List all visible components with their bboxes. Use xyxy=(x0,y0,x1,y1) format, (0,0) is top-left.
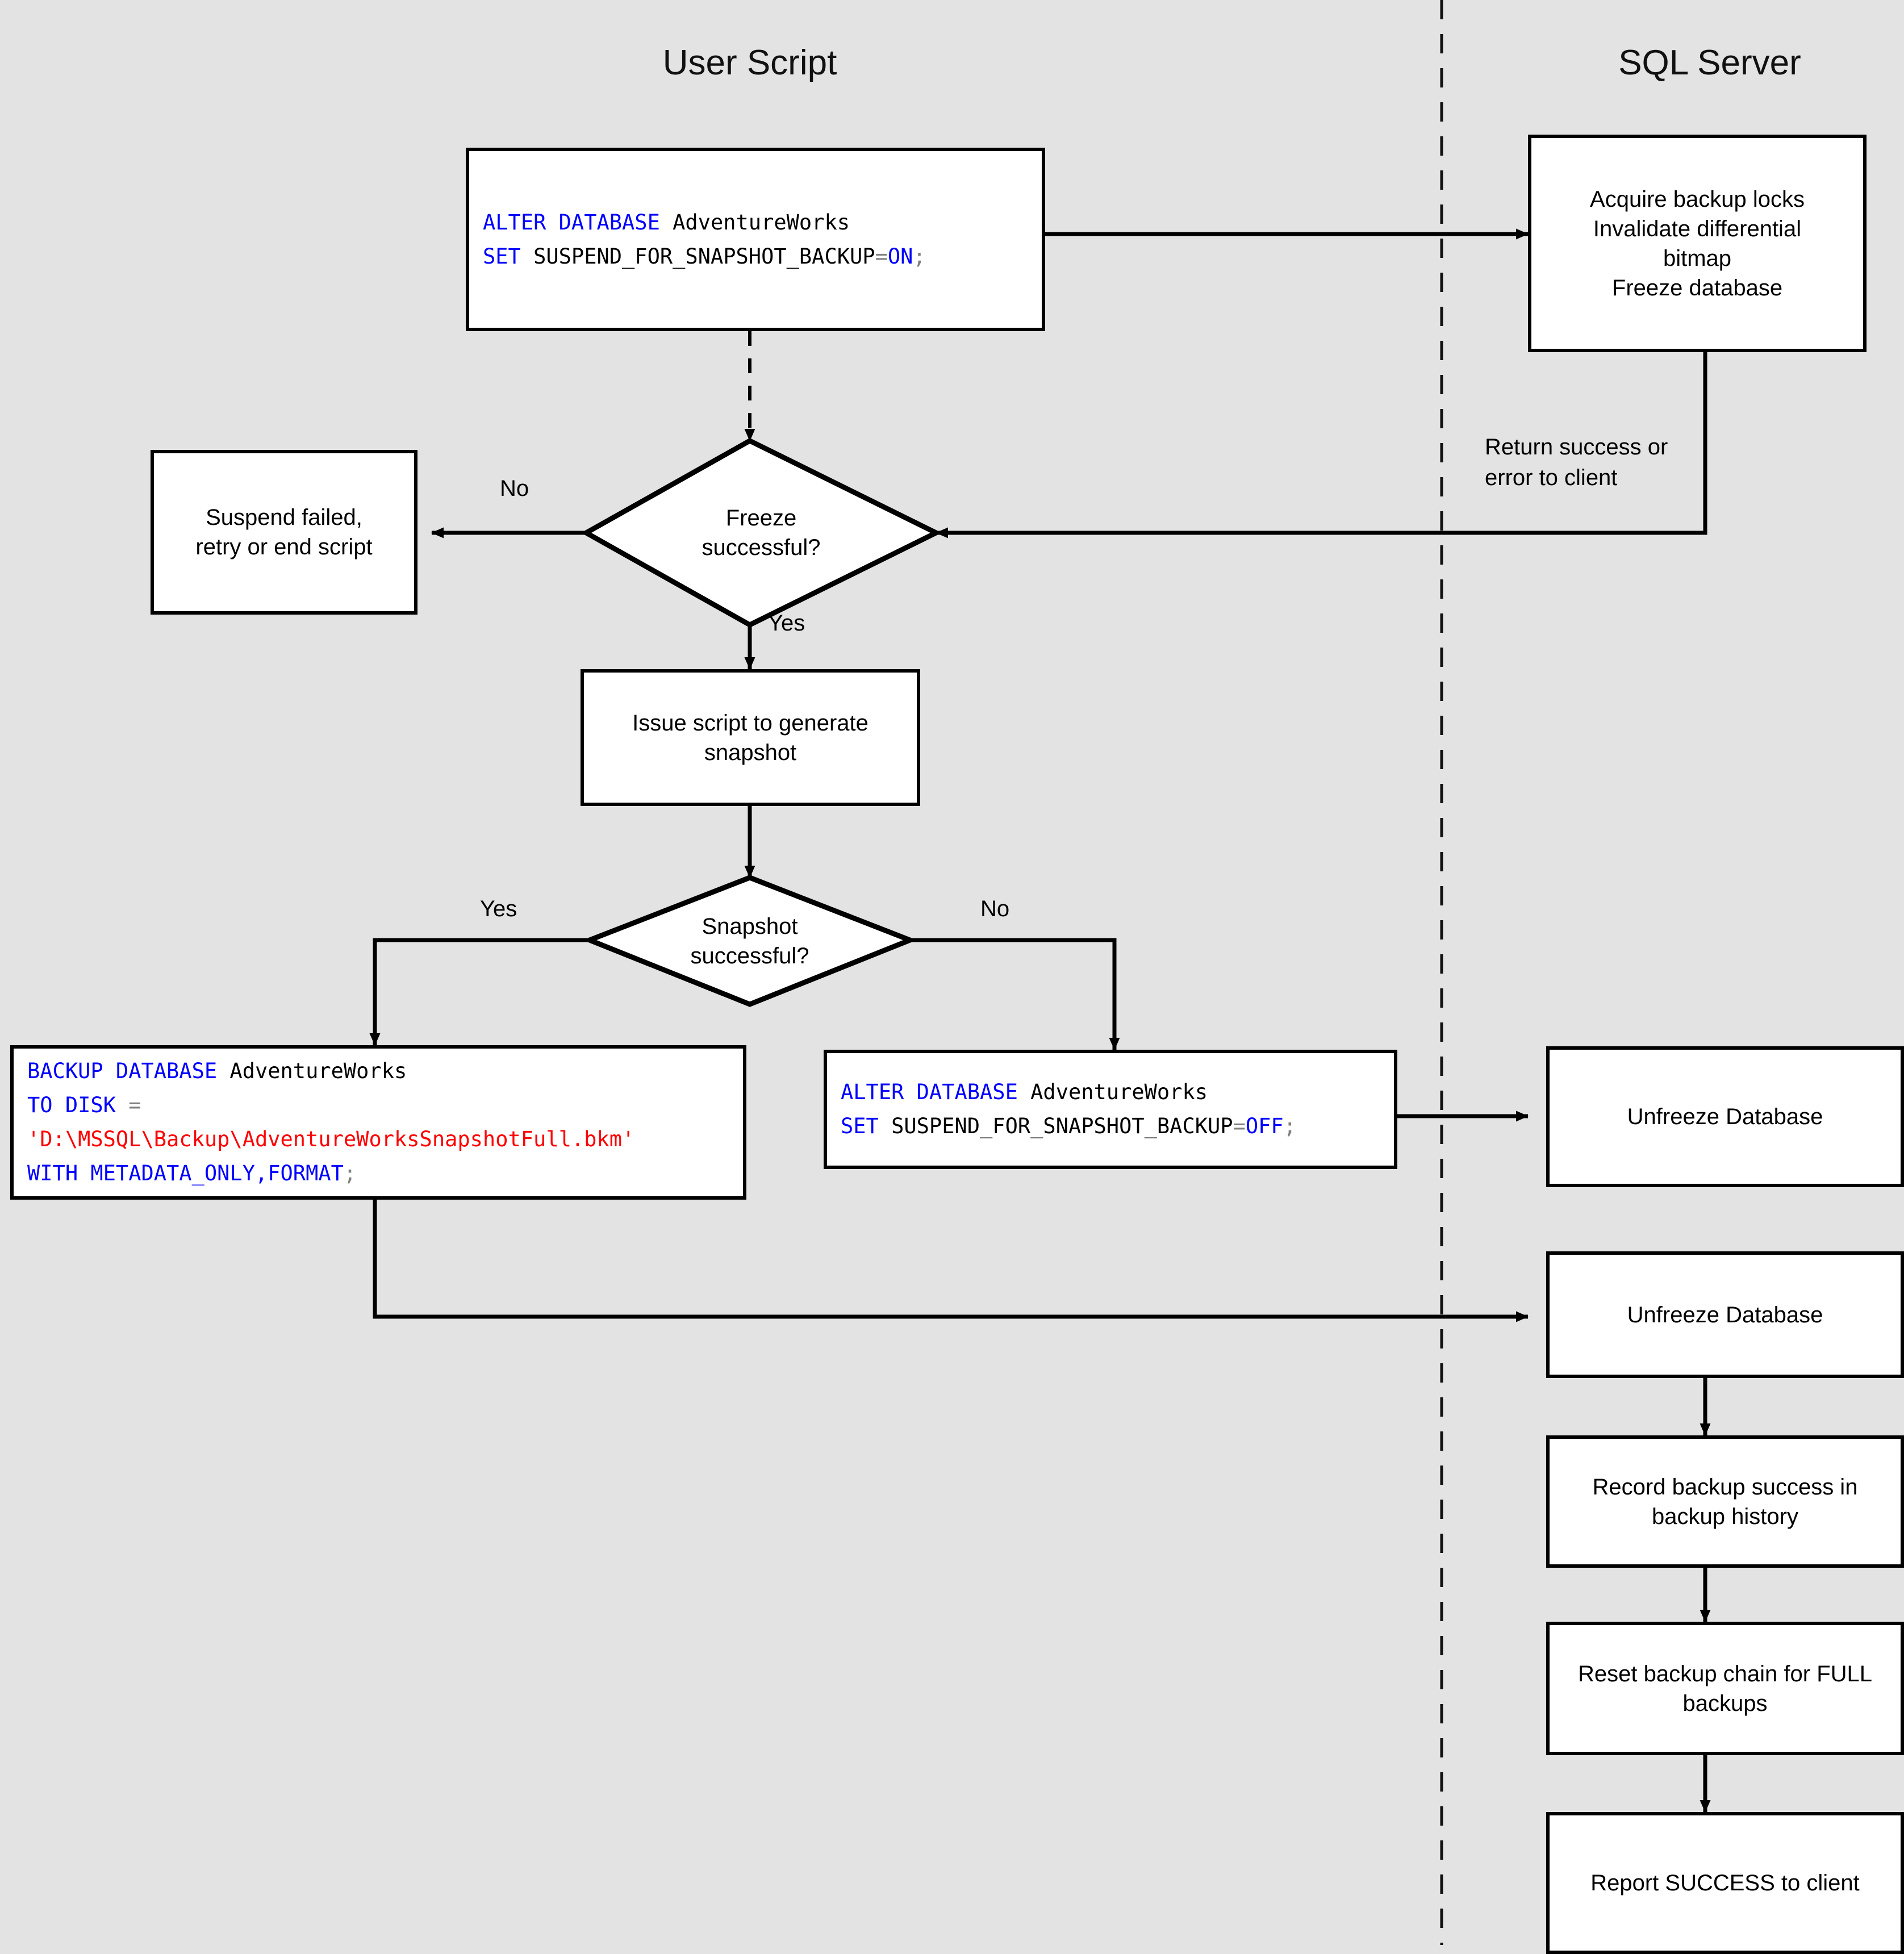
node-reset-backup-chain: Reset backup chain for FULL backups xyxy=(1546,1622,1904,1755)
node-label: Unfreeze Database xyxy=(1627,1104,1823,1129)
code-line-3: 'D:\MSSQL\Backup\AdventureWorksSnapshotF… xyxy=(27,1122,729,1156)
node-suspend-failed: Suspend failed, retry or end script xyxy=(151,450,417,615)
decision-freeze-successful-label-wrap: Freeze successful? xyxy=(586,441,936,625)
sql-keyword: SET xyxy=(483,244,521,269)
code-block-alter-suspend-off: ALTER DATABASE AdventureWorks SET SUSPEN… xyxy=(824,1050,1397,1169)
code-line-2: SET SUSPEND_FOR_SNAPSHOT_BACKUP=OFF; xyxy=(841,1109,1380,1143)
sql-keyword: WITH METADATA_ONLY,FORMAT xyxy=(27,1160,344,1185)
decision-label: Freeze successful? xyxy=(702,506,821,560)
sql-keyword: TO DISK xyxy=(27,1093,116,1118)
lane-title-sql-server: SQL Server xyxy=(1618,43,1801,82)
edge-backup-to-unfreeze-bottom xyxy=(373,1200,1529,1322)
sql-keyword: ALTER DATABASE xyxy=(841,1080,1018,1105)
edge-label-snapshot-no: No xyxy=(980,896,1010,921)
code-block-backup-database: BACKUP DATABASE AdventureWorks TO DISK =… xyxy=(10,1045,746,1200)
decision-label: Snapshot successful? xyxy=(690,913,809,968)
sql-identifier: AdventureWorks xyxy=(217,1059,407,1084)
sql-operator: = xyxy=(115,1093,141,1118)
edge-acquire-return-to-freeze xyxy=(936,352,1707,538)
sql-semicolon: ; xyxy=(343,1160,357,1185)
sql-operator: = xyxy=(1233,1114,1246,1138)
node-label: Reset backup chain for FULL backups xyxy=(1577,1661,1873,1716)
sql-semicolon: ; xyxy=(913,244,926,269)
sql-option: SUSPEND_FOR_SNAPSHOT_BACKUP xyxy=(878,1114,1233,1138)
sql-keyword: SET xyxy=(841,1114,879,1138)
decision-snapshot-successful-label-wrap: Snapshot successful? xyxy=(590,878,910,1004)
decision-snapshot-successful xyxy=(582,875,917,1007)
node-label: Unfreeze Database xyxy=(1627,1302,1823,1327)
sql-semicolon: ; xyxy=(1283,1114,1296,1138)
code-line-2: SET SUSPEND_FOR_SNAPSHOT_BACKUP=ON; xyxy=(483,240,1028,274)
sql-value: ON xyxy=(887,244,913,269)
edge-label-freeze-yes: Yes xyxy=(768,611,805,636)
node-report-success: Report SUCCESS to client xyxy=(1546,1812,1904,1954)
node-unfreeze-database-top: Unfreeze Database xyxy=(1546,1046,1904,1187)
decision-freeze-successful xyxy=(581,437,942,628)
edge-label-return-status: Return success or error to client xyxy=(1485,435,1668,490)
sql-value: OFF xyxy=(1245,1114,1284,1138)
code-line-1: BACKUP DATABASE AdventureWorks xyxy=(27,1054,729,1088)
node-label: Suspend failed, retry or end script xyxy=(195,505,373,560)
edge-snapshot-yes xyxy=(369,938,590,1046)
node-label: Acquire backup locks Invalidate differen… xyxy=(1590,186,1805,300)
node-label: Record backup success in backup history xyxy=(1592,1474,1858,1529)
sql-operator: = xyxy=(875,244,888,269)
node-label: Issue script to generate snapshot xyxy=(632,710,869,765)
node-acquire-backup-locks: Acquire backup locks Invalidate differen… xyxy=(1528,135,1867,352)
sql-keyword: BACKUP DATABASE xyxy=(27,1059,218,1084)
node-record-backup-success: Record backup success in backup history xyxy=(1546,1435,1904,1568)
code-line-1: ALTER DATABASE AdventureWorks xyxy=(841,1075,1380,1109)
sql-keyword: ALTER DATABASE xyxy=(483,210,660,235)
edge-label-freeze-no: No xyxy=(500,476,529,501)
lane-title-user-script: User Script xyxy=(662,43,837,82)
sql-identifier: AdventureWorks xyxy=(1017,1080,1208,1105)
sql-string-literal: 'D:\MSSQL\Backup\AdventureWorksSnapshotF… xyxy=(27,1127,635,1151)
code-block-alter-suspend-on: ALTER DATABASE AdventureWorks SET SUSPEN… xyxy=(466,148,1045,331)
code-line-2: TO DISK = xyxy=(27,1088,729,1122)
edge-label-snapshot-yes: Yes xyxy=(480,896,517,921)
code-line-4: WITH METADATA_ONLY,FORMAT; xyxy=(27,1156,729,1191)
node-unfreeze-database-bottom: Unfreeze Database xyxy=(1546,1251,1904,1378)
node-label: Report SUCCESS to client xyxy=(1590,1871,1860,1895)
sql-identifier: AdventureWorks xyxy=(659,210,850,235)
edge-snapshot-no xyxy=(910,938,1120,1050)
code-line-1: ALTER DATABASE AdventureWorks xyxy=(483,206,1028,240)
node-issue-script: Issue script to generate snapshot xyxy=(581,669,920,806)
sql-option: SUSPEND_FOR_SNAPSHOT_BACKUP xyxy=(520,244,875,269)
